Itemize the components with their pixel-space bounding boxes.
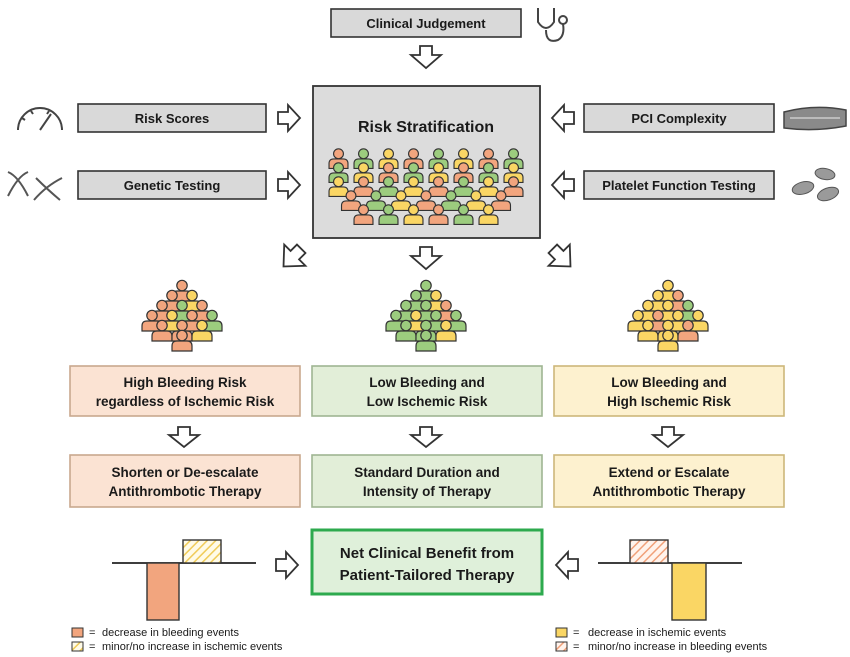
therapy-extend-line2: Antithrombotic Therapy xyxy=(592,484,745,499)
gauge-icon xyxy=(17,107,63,131)
arrow-diag-left xyxy=(282,242,308,268)
left-balance-chart xyxy=(112,539,256,621)
arrow-left-outcome xyxy=(554,549,579,581)
genetic-testing-label: Genetic Testing xyxy=(124,178,221,193)
net-clinical-benefit-box: Net Clinical Benefit from Patient-Tailor… xyxy=(310,528,544,596)
clinical-judgement-label: Clinical Judgement xyxy=(366,16,486,31)
risk-scores-label: Risk Scores xyxy=(135,111,209,126)
legend-left-text-1: decrease in bleeding events xyxy=(102,627,239,639)
legend-left-eq-1: = xyxy=(89,627,95,639)
legend-swatch-ischemic-decrease xyxy=(555,627,568,638)
category-low-low-line1: Low Bleeding and xyxy=(369,375,485,390)
arrow-down-center xyxy=(408,246,444,271)
arrow-down-left xyxy=(166,426,202,449)
arrow-down-judgement xyxy=(408,45,444,70)
genetic-testing-box: Genetic Testing xyxy=(77,170,267,200)
therapy-standard-line1: Standard Duration and xyxy=(354,465,500,480)
low-risk-group-icon xyxy=(385,279,467,352)
pci-complexity-label: PCI Complexity xyxy=(631,111,727,126)
bleeding-decrease-bar xyxy=(146,562,180,621)
stethoscope-icon xyxy=(537,8,568,42)
arrow-right-genetic xyxy=(277,169,302,201)
ischemic-increase-bar xyxy=(182,539,222,564)
platelets-icon xyxy=(791,167,840,202)
arrow-left-platelet xyxy=(550,169,575,201)
clinical-judgement-box: Clinical Judgement xyxy=(330,8,522,38)
category-low-high: Low Bleeding and High Ischemic Risk xyxy=(553,365,785,417)
legend-right-text-1: decrease in ischemic events xyxy=(588,627,727,639)
therapy-standard: Standard Duration and Intensity of Thera… xyxy=(311,454,543,508)
arrow-down-mid xyxy=(408,426,444,449)
legend-left: = decrease in bleeding events = minor/no… xyxy=(71,627,283,653)
arrow-down-right xyxy=(650,426,686,449)
risk-stratification-box: Risk Stratification xyxy=(312,85,541,239)
arrow-diag-right xyxy=(546,242,572,268)
pci-complexity-box: PCI Complexity xyxy=(583,103,775,133)
category-high-bleeding: High Bleeding Risk regardless of Ischemi… xyxy=(69,365,301,417)
category-low-high-line1: Low Bleeding and xyxy=(611,375,727,390)
platelet-function-testing-box: Platelet Function Testing xyxy=(583,170,775,200)
right-balance-chart xyxy=(598,539,742,621)
high-bleeding-group-icon xyxy=(141,279,223,352)
therapy-standard-line2: Intensity of Therapy xyxy=(363,484,492,499)
flow-arrows xyxy=(166,45,686,581)
legend-left-text-2: minor/no increase in ischemic events xyxy=(102,641,283,653)
risk-scores-box: Risk Scores xyxy=(77,103,267,133)
arrow-right-outcome xyxy=(275,549,300,581)
legend-swatch-bleeding-minor xyxy=(555,641,568,652)
legend-right-eq-2: = xyxy=(573,641,579,653)
outcome-line2: Patient-Tailored Therapy xyxy=(340,567,515,584)
outcome-line1: Net Clinical Benefit from xyxy=(340,545,514,562)
legend-right-text-2: minor/no increase in bleeding events xyxy=(588,641,768,653)
legend-left-eq-2: = xyxy=(89,641,95,653)
category-high-bleeding-line2: regardless of Ischemic Risk xyxy=(96,394,275,409)
legend-right: = decrease in ischemic events = minor/no… xyxy=(555,627,768,653)
legend-swatch-ischemic-minor xyxy=(71,641,84,652)
bleeding-increase-bar xyxy=(629,539,669,564)
high-ischemic-group-icon xyxy=(627,279,709,352)
ischemic-decrease-bar xyxy=(671,562,707,621)
artery-icon xyxy=(783,106,847,131)
dna-icon xyxy=(7,171,63,201)
risk-stratification-title: Risk Stratification xyxy=(358,119,494,136)
category-high-bleeding-line1: High Bleeding Risk xyxy=(123,375,247,390)
legend-right-eq-1: = xyxy=(573,627,579,639)
platelet-function-testing-label: Platelet Function Testing xyxy=(602,178,756,193)
category-low-low: Low Bleeding and Low Ischemic Risk xyxy=(311,365,543,417)
therapy-shorten-line1: Shorten or De-escalate xyxy=(111,465,259,480)
therapy-shorten-line2: Antithrombotic Therapy xyxy=(108,484,261,499)
category-low-high-line2: High Ischemic Risk xyxy=(607,394,731,409)
legend-swatch-bleeding-decrease xyxy=(71,627,84,638)
arrow-left-pci xyxy=(550,102,575,134)
therapy-extend: Extend or Escalate Antithrombotic Therap… xyxy=(553,454,785,508)
therapy-extend-line1: Extend or Escalate xyxy=(609,465,730,480)
arrow-right-risk-scores xyxy=(277,102,302,134)
category-low-low-line2: Low Ischemic Risk xyxy=(367,394,488,409)
therapy-shorten: Shorten or De-escalate Antithrombotic Th… xyxy=(69,454,301,508)
